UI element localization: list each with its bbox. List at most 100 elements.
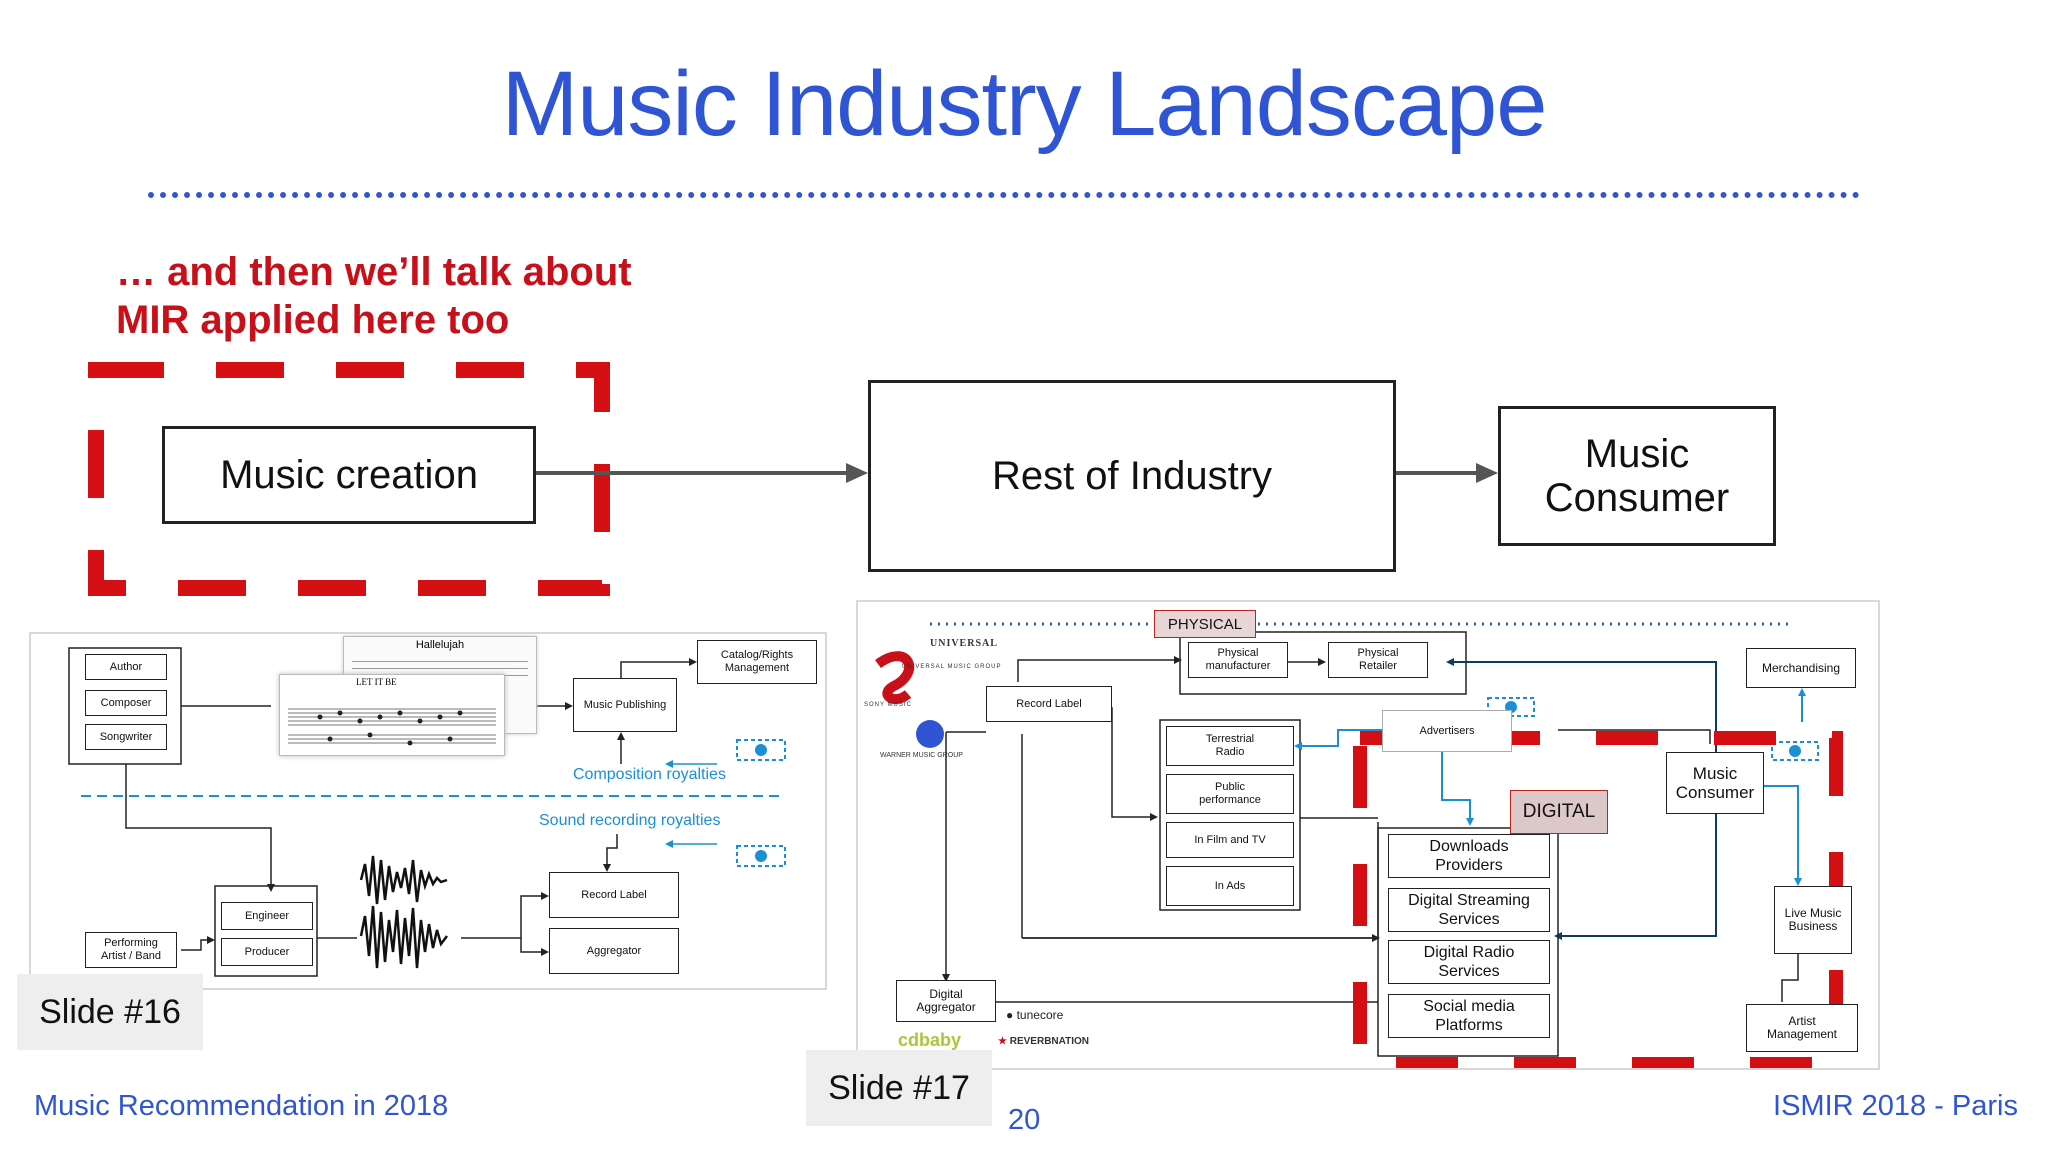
downloads-line-2: Providers: [1435, 857, 1503, 874]
composition-royalties-label: Composition royalties: [573, 766, 726, 783]
footer-left: Music Recommendation in 2018: [34, 1090, 449, 1122]
performing-artist-box: Performing Artist / Band: [85, 932, 177, 968]
public-perf-line-1: Public: [1215, 781, 1245, 793]
downloads-line-1: Downloads: [1429, 838, 1509, 855]
performing-line-1: Performing: [104, 937, 158, 949]
star-icon: ★: [998, 1036, 1007, 1047]
slide16-label-text: Slide #16: [39, 992, 181, 1031]
slide-title: Music Industry Landscape: [501, 53, 1548, 155]
merchandising-box: Merchandising: [1746, 648, 1856, 688]
terrestrial-radio-box: Terrestrial Radio: [1166, 726, 1294, 766]
music-creation-label: Music creation: [220, 453, 478, 497]
reverbnation-logo: ★ REVERBNATION: [998, 1036, 1089, 1047]
umg-logo: UNIVERSAL MUSIC GROUP: [902, 664, 1002, 670]
catalog-rights-box: Catalog/Rights Management: [697, 640, 817, 684]
record-label-label-16: Record Label: [581, 888, 647, 901]
callout-text: … and then we’ll talk about MIR applied …: [116, 248, 632, 344]
callout-line-2: MIR applied here too: [116, 298, 510, 342]
social-line-2: Platforms: [1435, 1017, 1503, 1034]
music-consumer-line-2: Consumer: [1544, 476, 1730, 520]
music-creation-box: Music creation: [162, 426, 536, 524]
music-consumer-box-17: Music Consumer: [1666, 752, 1764, 814]
in-ads-label: In Ads: [1214, 879, 1246, 892]
film-tv-box: In Film and TV: [1166, 822, 1294, 858]
composer-label: Composer: [100, 696, 152, 709]
music-consumer-box: Music Consumer: [1498, 406, 1776, 546]
sheet2-title: LET IT BE: [356, 677, 397, 687]
sheet2-staff: [288, 708, 496, 746]
title-divider: [148, 192, 1860, 206]
tunecore-logo: ● tunecore: [1006, 1008, 1064, 1022]
performing-line-2: Artist / Band: [101, 950, 161, 962]
physical-manufacturer-box: Physical manufacturer: [1188, 642, 1288, 678]
physical-tag-label: PHYSICAL: [1167, 615, 1243, 633]
author-box: Author: [85, 654, 167, 680]
downloads-providers-box: Downloads Providers: [1388, 834, 1550, 878]
author-label: Author: [109, 660, 143, 673]
merchandising-label: Merchandising: [1761, 660, 1841, 675]
live-music-line-2: Business: [1788, 919, 1838, 933]
aggregator-box: Aggregator: [549, 928, 679, 974]
live-music-box: Live Music Business: [1774, 886, 1852, 954]
public-performance-box: Public performance: [1166, 774, 1294, 814]
digital-tag-label: DIGITAL: [1522, 801, 1596, 822]
cdbaby-logo: cdbaby: [898, 1030, 962, 1050]
terrestrial-line-1: Terrestrial: [1205, 733, 1255, 745]
composer-box: Composer: [85, 690, 167, 716]
record-label-box-16: Record Label: [549, 872, 679, 918]
consumer17-line-2: Consumer: [1675, 783, 1755, 802]
callout-line-1: … and then we’ll talk about: [116, 250, 632, 294]
sheet-music-let-it-be: LET IT BE: [279, 674, 505, 756]
arrowhead-2: [1476, 463, 1498, 483]
slide17-label-text: Slide #17: [828, 1068, 970, 1107]
page-number: 20: [1008, 1104, 1041, 1136]
staff-line: [352, 668, 528, 670]
advertisers-box: Advertisers: [1382, 710, 1512, 752]
songwriter-label: Songwriter: [99, 730, 153, 743]
songwriter-box: Songwriter: [85, 724, 167, 750]
digital-streaming-box: Digital Streaming Services: [1388, 888, 1550, 932]
catalog-line-1: Catalog/Rights: [720, 649, 794, 661]
phys-manufacturer-line-2: manufacturer: [1205, 660, 1271, 672]
sound-recording-royalties-label: Sound recording royalties: [539, 812, 721, 829]
engineer-box: Engineer: [221, 902, 313, 930]
rest-of-industry-label: Rest of Industry: [991, 454, 1273, 498]
slide16-label: Slide #16: [17, 974, 203, 1050]
music-consumer-line-1: Music: [1584, 432, 1690, 476]
slide17-thumbnail: PHYSICAL Physical manufacturer Physical …: [856, 600, 1880, 1070]
sheet1-title: Hallelujah: [415, 639, 465, 651]
tunecore-text: tunecore: [1016, 1008, 1064, 1022]
footer-right: ISMIR 2018 - Paris: [1773, 1090, 2018, 1122]
slide17-label: Slide #17: [806, 1050, 992, 1126]
film-tv-label: In Film and TV: [1194, 833, 1266, 846]
public-perf-line-2: performance: [1199, 794, 1261, 806]
producer-label: Producer: [244, 945, 290, 958]
producer-box: Producer: [221, 938, 313, 966]
music-publishing-box: Music Publishing: [573, 678, 677, 732]
phys-retailer-line-2: Retailer: [1359, 660, 1397, 672]
aggregator-label: Aggregator: [586, 944, 642, 957]
engineer-label: Engineer: [244, 909, 290, 922]
sony-logo: SONY MUSIC: [864, 702, 912, 708]
artist-mgmt-line-2: Management: [1766, 1027, 1838, 1041]
artist-mgmt-line-1: Artist: [1788, 1014, 1816, 1028]
digital-aggregator-box: Digital Aggregator: [896, 980, 996, 1022]
phys-retailer-line-1: Physical: [1357, 647, 1399, 659]
reverbnation-text: REVERBNATION: [1009, 1036, 1090, 1047]
advertisers-label: Advertisers: [1419, 724, 1475, 737]
slide16-thumbnail: Author Composer Songwriter Hallelujah LE…: [29, 632, 827, 990]
slide16-connectors: [68, 647, 786, 977]
catalog-line-2: Management: [724, 662, 790, 674]
physical-tag: PHYSICAL: [1154, 610, 1256, 638]
terrestrial-line-2: Radio: [1215, 746, 1245, 758]
warner-logo: WARNER MUSIC GROUP: [880, 752, 963, 759]
streaming-line-2: Services: [1438, 911, 1500, 928]
streaming-line-1: Digital Streaming: [1408, 892, 1530, 909]
radio-services-line-1: Digital Radio: [1423, 944, 1515, 961]
radio-services-line-2: Services: [1438, 963, 1500, 980]
phys-manufacturer-line-1: Physical: [1217, 647, 1259, 659]
staff-line: [352, 661, 528, 663]
digital-radio-services-box: Digital Radio Services: [1388, 940, 1550, 984]
music-publishing-label: Music Publishing: [583, 698, 667, 711]
